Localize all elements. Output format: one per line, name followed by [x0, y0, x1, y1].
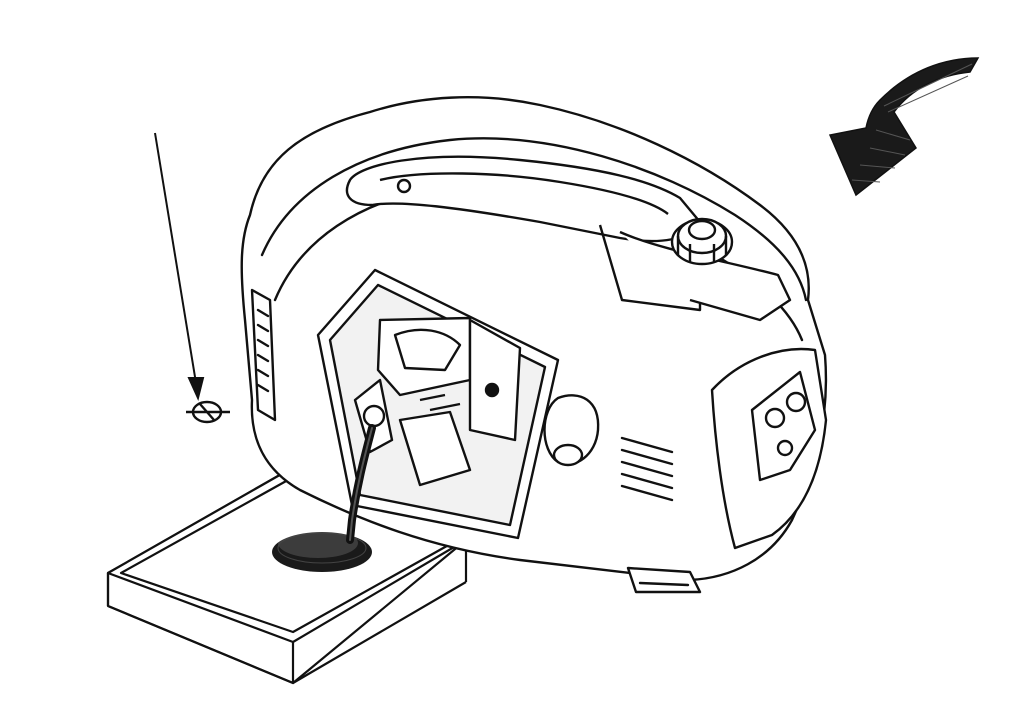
left-vent-slots: [256, 308, 270, 393]
handle-inner-line: [379, 172, 669, 215]
tilt-arrow-hatching: [851, 63, 973, 183]
tilt-arrow-shape: [828, 57, 980, 197]
outlet-2: [785, 391, 807, 413]
engine-detail-lines: [419, 393, 461, 412]
front-foot: [626, 566, 702, 594]
crankcase: [398, 410, 472, 487]
fuel-cap-knurl: [676, 236, 728, 262]
oil-fill-neck: [362, 404, 386, 428]
indicator-arrow: [154, 132, 205, 402]
indicator-arrow-head: [187, 377, 205, 402]
oil-cap-slot: [199, 403, 215, 421]
tilt-arrow: [828, 57, 980, 197]
recoil-knob: [552, 443, 584, 467]
indicator-arrow-shaft: [154, 132, 197, 384]
side-vent-slots: [620, 436, 674, 502]
air-filter-housing: [393, 328, 462, 372]
drain-pan-bottom: [107, 581, 467, 685]
carry-handle: [345, 155, 792, 322]
oil-stream: [346, 424, 376, 544]
fuel-cap: [670, 217, 734, 266]
engine-side-plate: [468, 318, 522, 442]
engine-bolt: [484, 382, 500, 398]
engine-bay: [316, 268, 600, 540]
left-vent-panel: [250, 288, 277, 422]
fuel-cap-top: [687, 219, 717, 241]
foot-detail: [638, 581, 690, 587]
oil-fill-cap: [186, 400, 230, 424]
cowl-line: [260, 137, 808, 302]
outlet-3: [776, 439, 794, 457]
handle-screw: [396, 178, 412, 194]
outlet-1: [764, 407, 786, 429]
